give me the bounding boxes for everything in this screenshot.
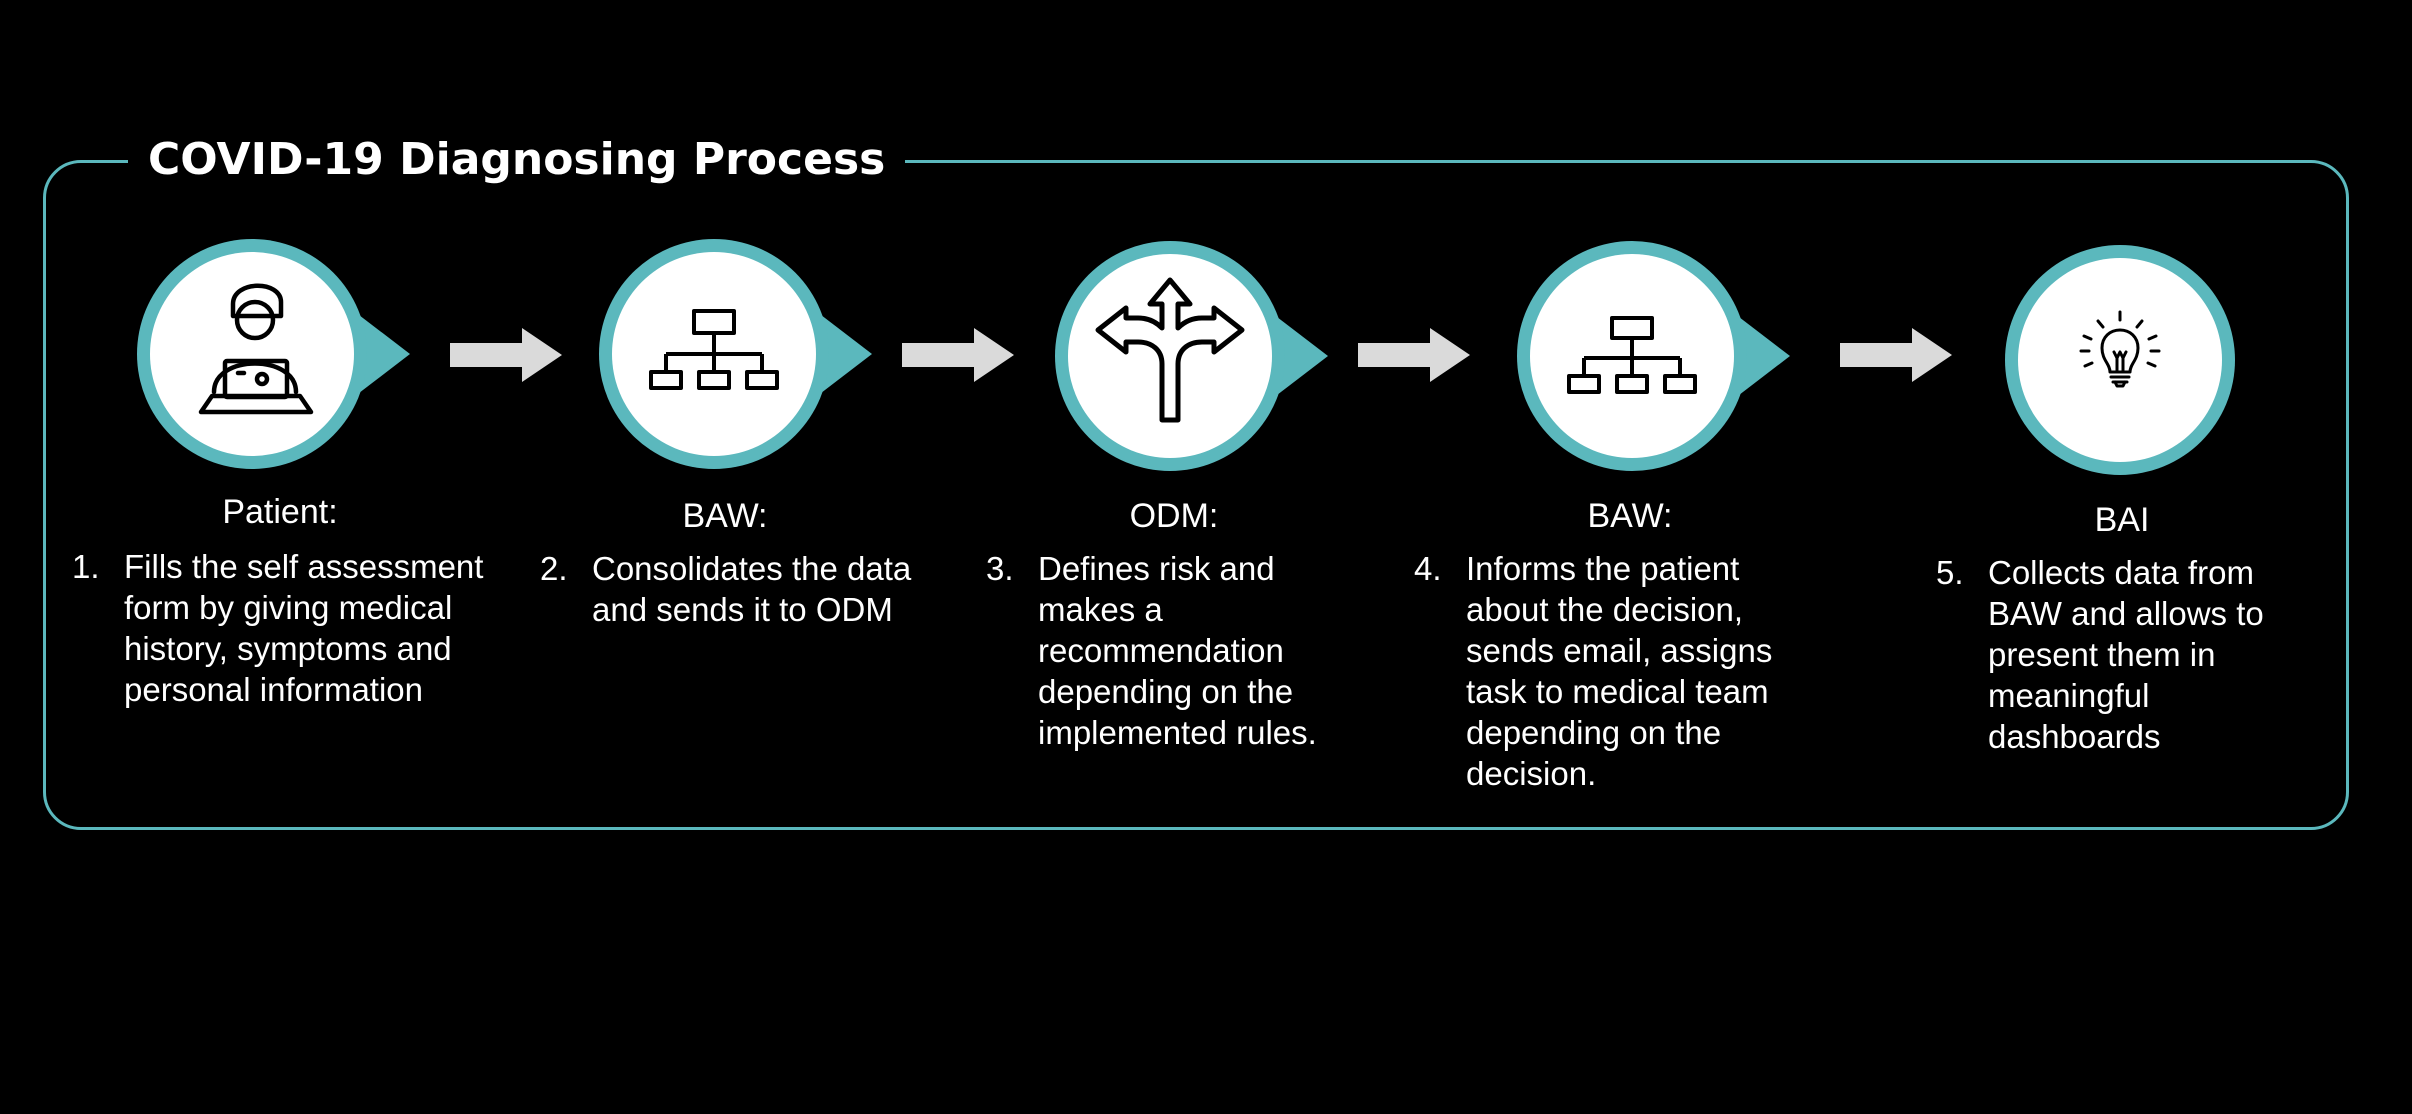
stage-4-badge: [1517, 241, 1790, 471]
step-1-text: Fills the self assessment form by giving…: [124, 548, 484, 708]
step-1-item: 1. Fills the self assessment form by giv…: [72, 546, 504, 710]
split-arrows-icon: [1095, 277, 1245, 423]
step-4-text: Informs the patient about the decision, …: [1466, 550, 1773, 792]
diagram-title: COVID-19 Diagnosing Process: [128, 128, 906, 192]
hierarchy-icon: [649, 309, 779, 390]
stage-3-badge: [1055, 241, 1328, 471]
step-2-text: Consolidates the data and sends it to OD…: [592, 550, 912, 628]
step-2-number: 2.: [540, 550, 568, 587]
step-4-heading: BAW:: [1587, 497, 1673, 535]
step-4-item: 4. Informs the patient about the decisio…: [1414, 548, 1790, 794]
flow-arrow-1: [450, 328, 562, 382]
stage-2-badge: [599, 239, 872, 469]
flow-arrow-2: [902, 328, 1014, 382]
step-5-number: 5.: [1936, 554, 1964, 591]
step-3-number: 3.: [986, 550, 1014, 587]
stage-1-badge: [137, 239, 410, 469]
step-3-item: 3. Defines risk and makes a recommendati…: [986, 548, 1358, 753]
hierarchy-icon: [1567, 316, 1697, 394]
step-3-heading: ODM:: [1129, 497, 1219, 535]
process-frame: [43, 160, 2349, 830]
step-4-number: 4.: [1414, 550, 1442, 587]
step-3-text: Defines risk and makes a recommendation …: [1038, 550, 1317, 751]
flow-arrow-3: [1358, 328, 1470, 382]
step-2-heading: BAW:: [682, 497, 768, 535]
person-laptop-icon: [198, 283, 314, 415]
flow-arrow-4: [1840, 328, 1952, 382]
step-5-heading: BAI: [2094, 501, 2150, 539]
step-5-item: 5. Collects data from BAW and allows to …: [1936, 552, 2292, 757]
step-1-number: 1.: [72, 548, 100, 585]
step-1-heading: Patient:: [222, 493, 338, 531]
step-5-text: Collects data from BAW and allows to pre…: [1988, 554, 2264, 755]
stage-5-badge: [2005, 245, 2235, 475]
step-2-item: 2. Consolidates the data and sends it to…: [540, 548, 912, 630]
lightbulb-icon: [2079, 310, 2161, 388]
